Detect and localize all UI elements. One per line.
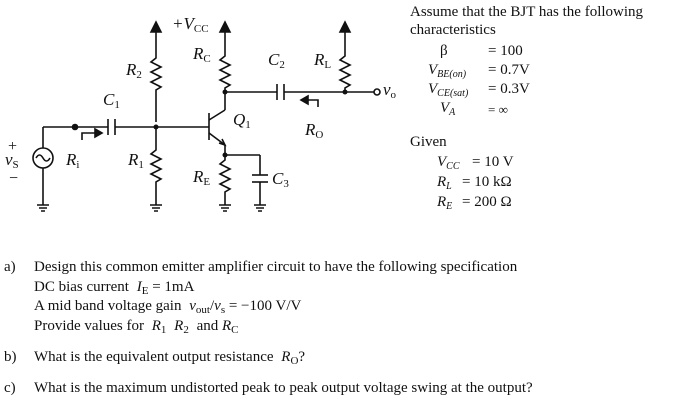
given-vcc-value: = 10 V bbox=[472, 154, 514, 170]
given-rl-symbol: RL bbox=[437, 174, 452, 192]
given-re-symbol: RE bbox=[437, 194, 453, 212]
amplifier-schematic bbox=[32, 20, 381, 212]
ri-label: Ri bbox=[66, 150, 80, 171]
question-a-provide-line: Provide values for R1 R2 and RC bbox=[34, 318, 239, 336]
rl-label: RL bbox=[314, 50, 332, 71]
beta-symbol: β bbox=[440, 43, 448, 59]
c1-label: C1 bbox=[103, 90, 120, 111]
ro-label: RO bbox=[305, 120, 324, 141]
rc-resistor bbox=[218, 52, 232, 92]
re-label: RE bbox=[193, 167, 211, 188]
given-vcc-symbol: VCC bbox=[437, 154, 460, 172]
question-a-bias-line: DC bias current IE = 1mA bbox=[34, 279, 195, 297]
rl-resistor bbox=[338, 52, 352, 92]
question-b-label: b) bbox=[4, 349, 17, 365]
r1-label: R1 bbox=[128, 150, 144, 171]
given-rl-value: = 10 kΩ bbox=[462, 174, 512, 190]
vo-label: vo bbox=[383, 80, 397, 101]
question-a-text: Design this common emitter amplifier cir… bbox=[34, 259, 518, 275]
characteristics-intro-line1: Assume that the BJT has the following bbox=[410, 4, 644, 20]
given-re-value: = 200 Ω bbox=[462, 194, 512, 210]
question-b-text: What is the equivalent output resistance… bbox=[34, 349, 306, 367]
r2-label: R2 bbox=[126, 60, 142, 81]
vs-plus-sign: + bbox=[8, 138, 18, 155]
c2-label: C2 bbox=[268, 50, 285, 71]
q1-label: Q1 bbox=[233, 110, 251, 131]
vs-label: vS bbox=[5, 150, 19, 171]
va-value: = ∞ bbox=[488, 102, 508, 117]
question-a-label: a) bbox=[4, 259, 16, 275]
given-heading: Given bbox=[410, 134, 447, 150]
question-a-gain-line: A mid band voltage gain vout/vs = −100 V… bbox=[34, 298, 302, 316]
question-c-text: What is the maximum undistorted peak to … bbox=[34, 380, 533, 396]
vcc-label: +VCC bbox=[172, 14, 209, 35]
va-symbol: VA bbox=[440, 100, 456, 118]
vce-value: = 0.3V bbox=[488, 81, 530, 97]
beta-value: = 100 bbox=[488, 43, 523, 59]
vs-sine bbox=[35, 154, 51, 162]
vce-symbol: VCE(sat) bbox=[428, 81, 469, 99]
vs-minus-sign: − bbox=[9, 170, 19, 187]
re-resistor bbox=[218, 155, 232, 205]
vbe-value: = 0.7V bbox=[488, 62, 530, 78]
question-c-label: c) bbox=[4, 380, 16, 396]
characteristics-intro-line2: characteristics bbox=[410, 22, 496, 38]
rc-label: RC bbox=[193, 44, 211, 65]
r2-resistor bbox=[149, 52, 163, 122]
c3-label: C3 bbox=[272, 169, 289, 190]
vbe-symbol: VBE(on) bbox=[428, 62, 467, 80]
r1-resistor bbox=[149, 127, 163, 205]
ground-symbols bbox=[37, 204, 266, 212]
